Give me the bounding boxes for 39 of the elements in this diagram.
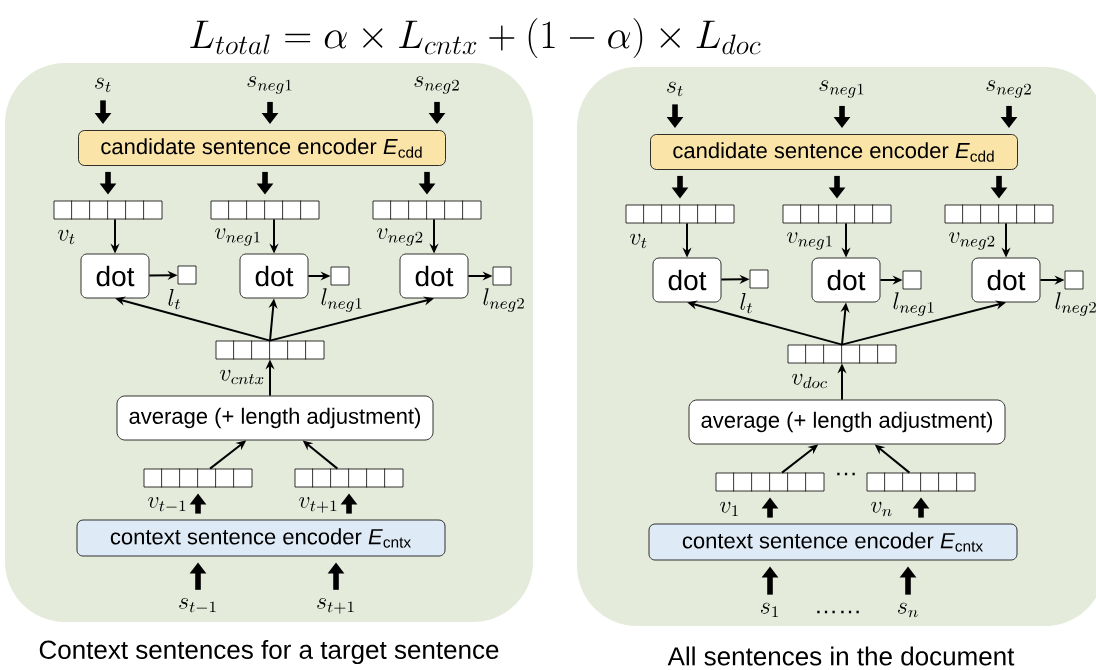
input-label: $s_{t}$ — [95, 77, 111, 93]
panel-caption: Context sentences for a target sentence — [39, 639, 499, 665]
ellipsis-label: … — [837, 472, 855, 476]
vector-label: $v_{neg1}$ — [215, 228, 260, 246]
score-label: $l_{neg1}$ — [893, 292, 934, 316]
input-label: $s_{neg2}$ — [414, 76, 459, 94]
input-label: $s_{1}$ — [760, 602, 778, 617]
loss-formula: $L_{total} = \alpha \times L_{cntx} + (1-\alpha) \times L_{doc}$ — [190, 18, 761, 58]
vector-label: $v_{t}$ — [58, 229, 75, 245]
vector-label: $v_{neg2}$ — [949, 232, 995, 250]
vector-label: $v_{neg2}$ — [377, 228, 423, 246]
input-label: $s_{neg1}$ — [247, 76, 292, 94]
input-label: $s_{t-1}$ — [179, 597, 216, 613]
input-label: $s_{neg1}$ — [819, 80, 864, 98]
vector-label: $v_{t+1}$ — [299, 496, 337, 513]
score-label: $l_{t}$ — [740, 292, 752, 314]
vector-label: $v_{t-1}$ — [148, 496, 186, 512]
score-label: $l_{neg2}$ — [483, 288, 524, 312]
encoder-box: candidate sentence encoder E$_{cdd}$ — [650, 134, 1018, 170]
input-label: $s_{neg2}$ — [986, 80, 1031, 98]
vector-label: $v_{t}$ — [630, 233, 647, 249]
average-box: average (+ length adjustment) — [116, 395, 434, 441]
encoder-box: context sentence encoder E$_{cntx}$ — [648, 523, 1018, 561]
input-label: $s_{n}$ — [898, 602, 918, 618]
score-label: $l_{neg2}$ — [1055, 292, 1096, 316]
encoder-box: candidate sentence encoder E$_{cdd}$ — [78, 130, 446, 166]
ellipsis-label: …… — [817, 610, 859, 614]
vector-label: $v_{cntx}$ — [220, 369, 264, 385]
vector-label: $v_{n}$ — [871, 501, 892, 517]
score-label: $l_{neg1}$ — [321, 288, 362, 312]
encoder-box: context sentence encoder E$_{cntx}$ — [76, 519, 446, 557]
panel-caption: All sentences in the document — [667, 646, 1015, 666]
vector-label: $v_{neg1}$ — [787, 232, 832, 250]
vector-label: $v_{1}$ — [720, 501, 738, 516]
vector-label: $v_{doc}$ — [792, 373, 828, 389]
input-label: $s_{t+1}$ — [317, 597, 354, 614]
score-label: $l_{t}$ — [168, 288, 180, 310]
average-box: average (+ length adjustment) — [688, 399, 1006, 445]
input-label: $s_{t}$ — [667, 81, 683, 97]
